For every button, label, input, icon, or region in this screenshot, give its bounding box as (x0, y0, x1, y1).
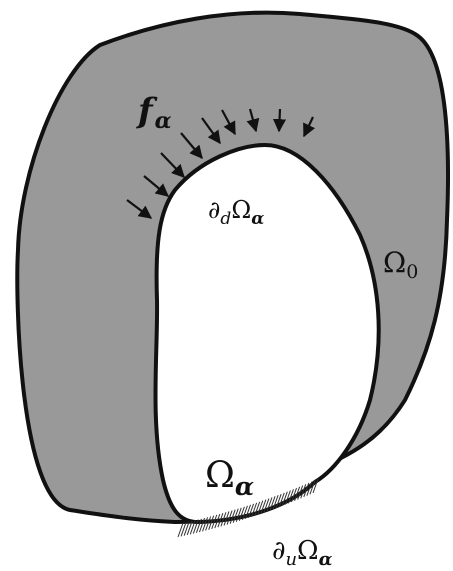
force-arrow (160, 152, 185, 178)
dirichlet-label-sub2: α (251, 209, 264, 229)
hatch-line (278, 492, 285, 508)
force-arrow (303, 116, 316, 138)
hatch-line (202, 517, 209, 532)
force-label: fα (136, 91, 172, 134)
neumann-label-sub2: α (319, 549, 333, 570)
hatch-line (300, 484, 307, 499)
hatch-line (180, 522, 187, 537)
hatch-line (220, 512, 227, 527)
hatch-line (272, 495, 279, 510)
dirichlet-label-sub1: d (220, 209, 231, 229)
hatch-line (192, 519, 199, 534)
hatch-line (284, 490, 291, 505)
hatch-line (257, 500, 264, 515)
neumann-label-prefix: ∂ (272, 536, 285, 566)
hatch-line (223, 511, 230, 526)
force-arrow (246, 108, 260, 133)
hatch-line (189, 520, 196, 535)
hatch-line (291, 487, 297, 503)
hatch-line (266, 497, 273, 512)
hatch-line (241, 505, 248, 521)
force-arrow (180, 132, 203, 160)
hatch-line (287, 489, 294, 504)
hatch-line (208, 515, 215, 530)
hatch-line (294, 486, 301, 501)
hatch-line (312, 478, 319, 494)
dirichlet-label-prefix: ∂ (208, 196, 220, 224)
inner-domain-label: Ωα (205, 455, 254, 501)
dirichlet-boundary-label: ∂dΩα (208, 196, 264, 229)
hatch-line (195, 518, 202, 533)
hatch-line (214, 513, 221, 529)
hatch-line (186, 520, 193, 536)
hatch-line (232, 508, 239, 523)
hatch-line (211, 514, 218, 530)
hatch-line (199, 517, 205, 533)
hatch-line (263, 498, 270, 513)
hatch-line (251, 502, 258, 517)
hatch-line (229, 509, 236, 524)
hatch-line (254, 501, 261, 516)
hatch-line (183, 521, 190, 536)
force-arrow (126, 199, 153, 219)
hatch-line (238, 506, 245, 521)
hatch-line (281, 491, 288, 506)
inner-label-main: Ω (205, 455, 235, 496)
hatch-line (297, 485, 304, 500)
hatch-line (248, 503, 255, 519)
dirichlet-label-main: Ω (231, 196, 251, 224)
force-arrow (201, 117, 221, 145)
hatch-line (309, 480, 316, 495)
hatch-line (245, 504, 251, 520)
outer-label-sub: 0 (406, 261, 418, 283)
neumann-label-sub1: u (285, 549, 297, 570)
fixed-support-hatching (177, 478, 319, 538)
force-arrow (143, 175, 170, 197)
force-arrow (221, 109, 236, 136)
force-label-sub: α (155, 108, 172, 134)
force-label-main: f (136, 91, 158, 131)
force-arrow (272, 108, 287, 133)
hatch-line (260, 499, 267, 514)
force-arrows (126, 108, 316, 219)
hatch-line (217, 513, 224, 528)
hatch-line (177, 522, 184, 538)
hatch-line (205, 516, 212, 531)
outer-domain-label: Ω0 (383, 246, 418, 283)
inner-label-sub: α (235, 472, 254, 501)
hatch-line (303, 482, 310, 498)
hatch-line (275, 493, 282, 509)
hatch-line (306, 481, 313, 496)
outer-label-main: Ω (383, 246, 406, 279)
hatch-line (226, 510, 233, 525)
neumann-label-main: Ω (297, 536, 319, 566)
hatch-line (235, 507, 242, 522)
hatch-line (269, 496, 276, 511)
neumann-boundary-label: ∂uΩα (272, 536, 333, 570)
